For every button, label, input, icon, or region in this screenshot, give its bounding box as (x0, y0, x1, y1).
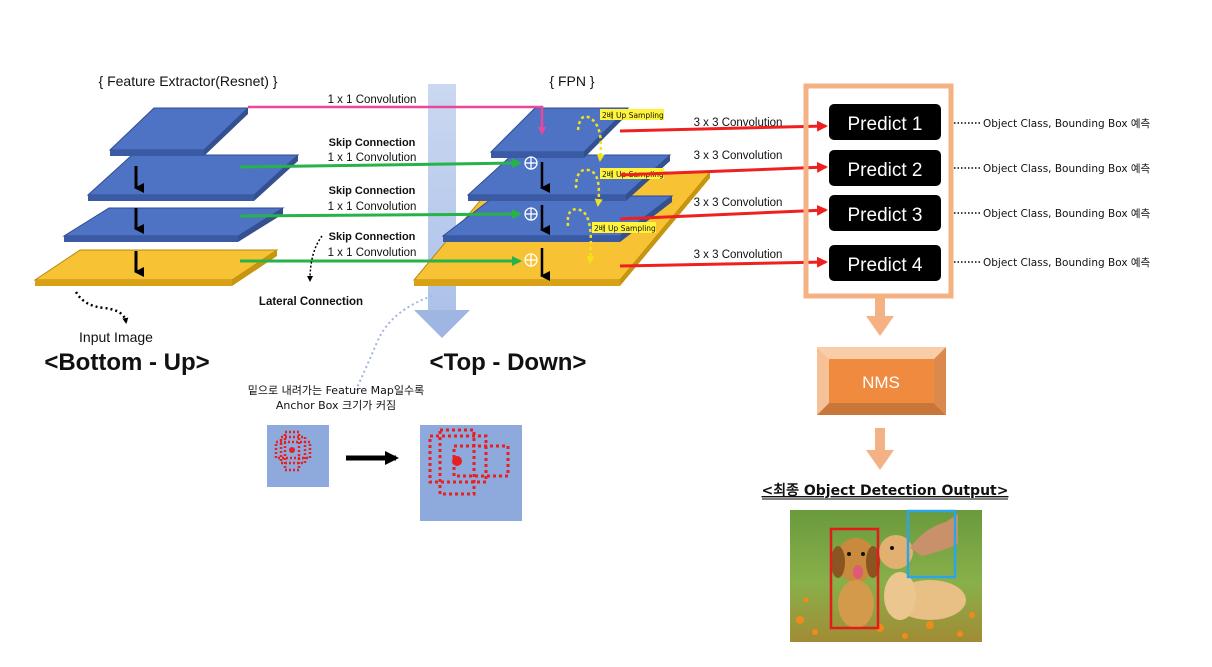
backbone-layer-3 (86, 154, 300, 201)
predict-label-1: Predict 1 (848, 114, 923, 135)
anchor-note-line-2: Anchor Box 크기가 커짐 (276, 399, 396, 412)
predict-boxes: Predict 1 Predict 2 Predict 3 Predict 4 (829, 104, 941, 281)
skip-arrow-1 (239, 158, 522, 169)
conv1x1-label: 1 x 1 Convolution (328, 247, 417, 259)
predict-box-3 (829, 195, 941, 231)
prediction-note: Object Class, Bounding Box 예측 (983, 162, 1151, 175)
prediction-note: Object Class, Bounding Box 예측 (983, 256, 1151, 269)
conv3x3-label: 3 x 3 Convolution (694, 249, 783, 261)
conv3x3-label: 3 x 3 Convolution (694, 117, 783, 129)
predict-box-2 (829, 150, 941, 186)
to-nms-arrow (866, 298, 894, 336)
anchor-note-line-1: 밑으로 내려가는 Feature Map일수록 (248, 383, 424, 397)
input-pointer (74, 291, 129, 324)
fpn-title: { FPN } (549, 73, 594, 89)
backbone-layer-2 (62, 207, 285, 242)
to-output-arrow (866, 428, 894, 470)
elementwise-add-icon (524, 156, 538, 267)
predict-panel (803, 83, 954, 299)
skip-connection-label: Skip Connection (329, 185, 416, 197)
nms-box: NMS (817, 347, 946, 415)
detection-output-image (790, 509, 982, 642)
predict-label-3: Predict 3 (848, 205, 923, 226)
backbone-layer-4 (108, 107, 250, 156)
conv3x3-label: 3 x 3 Convolution (694, 150, 783, 162)
upsample-label: 2배 Up Sampling (602, 111, 664, 120)
backbone-layer-1 (33, 249, 279, 286)
upsampling-curves (566, 115, 605, 264)
predict-box-1 (829, 104, 941, 140)
detection-box-hand (906, 509, 957, 579)
skip-arrow-2 (239, 209, 522, 220)
prediction-notes: Object Class, Bounding Box 예측 Object Cla… (954, 117, 1151, 269)
feature-extractor-title: { Feature Extractor(Resnet) } (99, 73, 278, 89)
conv1x1-arrow-top (248, 105, 546, 135)
skip-connection-label: Skip Connection (329, 137, 416, 149)
lateral-connections: 1 x 1 Convolution Skip Connection 1 x 1 … (239, 94, 546, 308)
fpn-layer-4 (489, 107, 630, 158)
anchor-box-illustration (267, 425, 522, 521)
conv1x1-label: 1 x 1 Convolution (328, 94, 417, 106)
predict-label-4: Predict 4 (848, 255, 923, 276)
prediction-note: Object Class, Bounding Box 예측 (983, 117, 1151, 130)
upsample-label: 2배 Up Sampling (594, 224, 656, 233)
lateral-connection-label: Lateral Connection (259, 296, 363, 308)
bottom-up-heading: <Bottom - Up> (44, 349, 209, 376)
note-pointer (355, 295, 433, 391)
predict-label-2: Predict 2 (848, 160, 923, 181)
top-down-heading: <Top - Down> (430, 349, 587, 376)
detection-box-dog (829, 527, 880, 630)
input-image-label: Input Image (79, 329, 153, 345)
prediction-connections: 3 x 3 Convolution 3 x 3 Convolution 3 x … (619, 117, 828, 268)
final-output-caption: <최종 Object Detection Output> (762, 483, 1009, 499)
bottom-up-pyramid (33, 107, 300, 286)
nms-label: NMS (862, 373, 900, 392)
skip-connection-label: Skip Connection (329, 231, 416, 243)
predict-box-4 (829, 245, 941, 281)
conv1x1-label: 1 x 1 Convolution (328, 152, 417, 164)
top-down-pyramid: 2배 Up Sampling 2배 Up Sampling 2배 Up Samp… (412, 107, 712, 286)
prediction-note: Object Class, Bounding Box 예측 (983, 207, 1151, 220)
conv3x3-label: 3 x 3 Convolution (694, 197, 783, 209)
conv1x1-label: 1 x 1 Convolution (328, 201, 417, 213)
